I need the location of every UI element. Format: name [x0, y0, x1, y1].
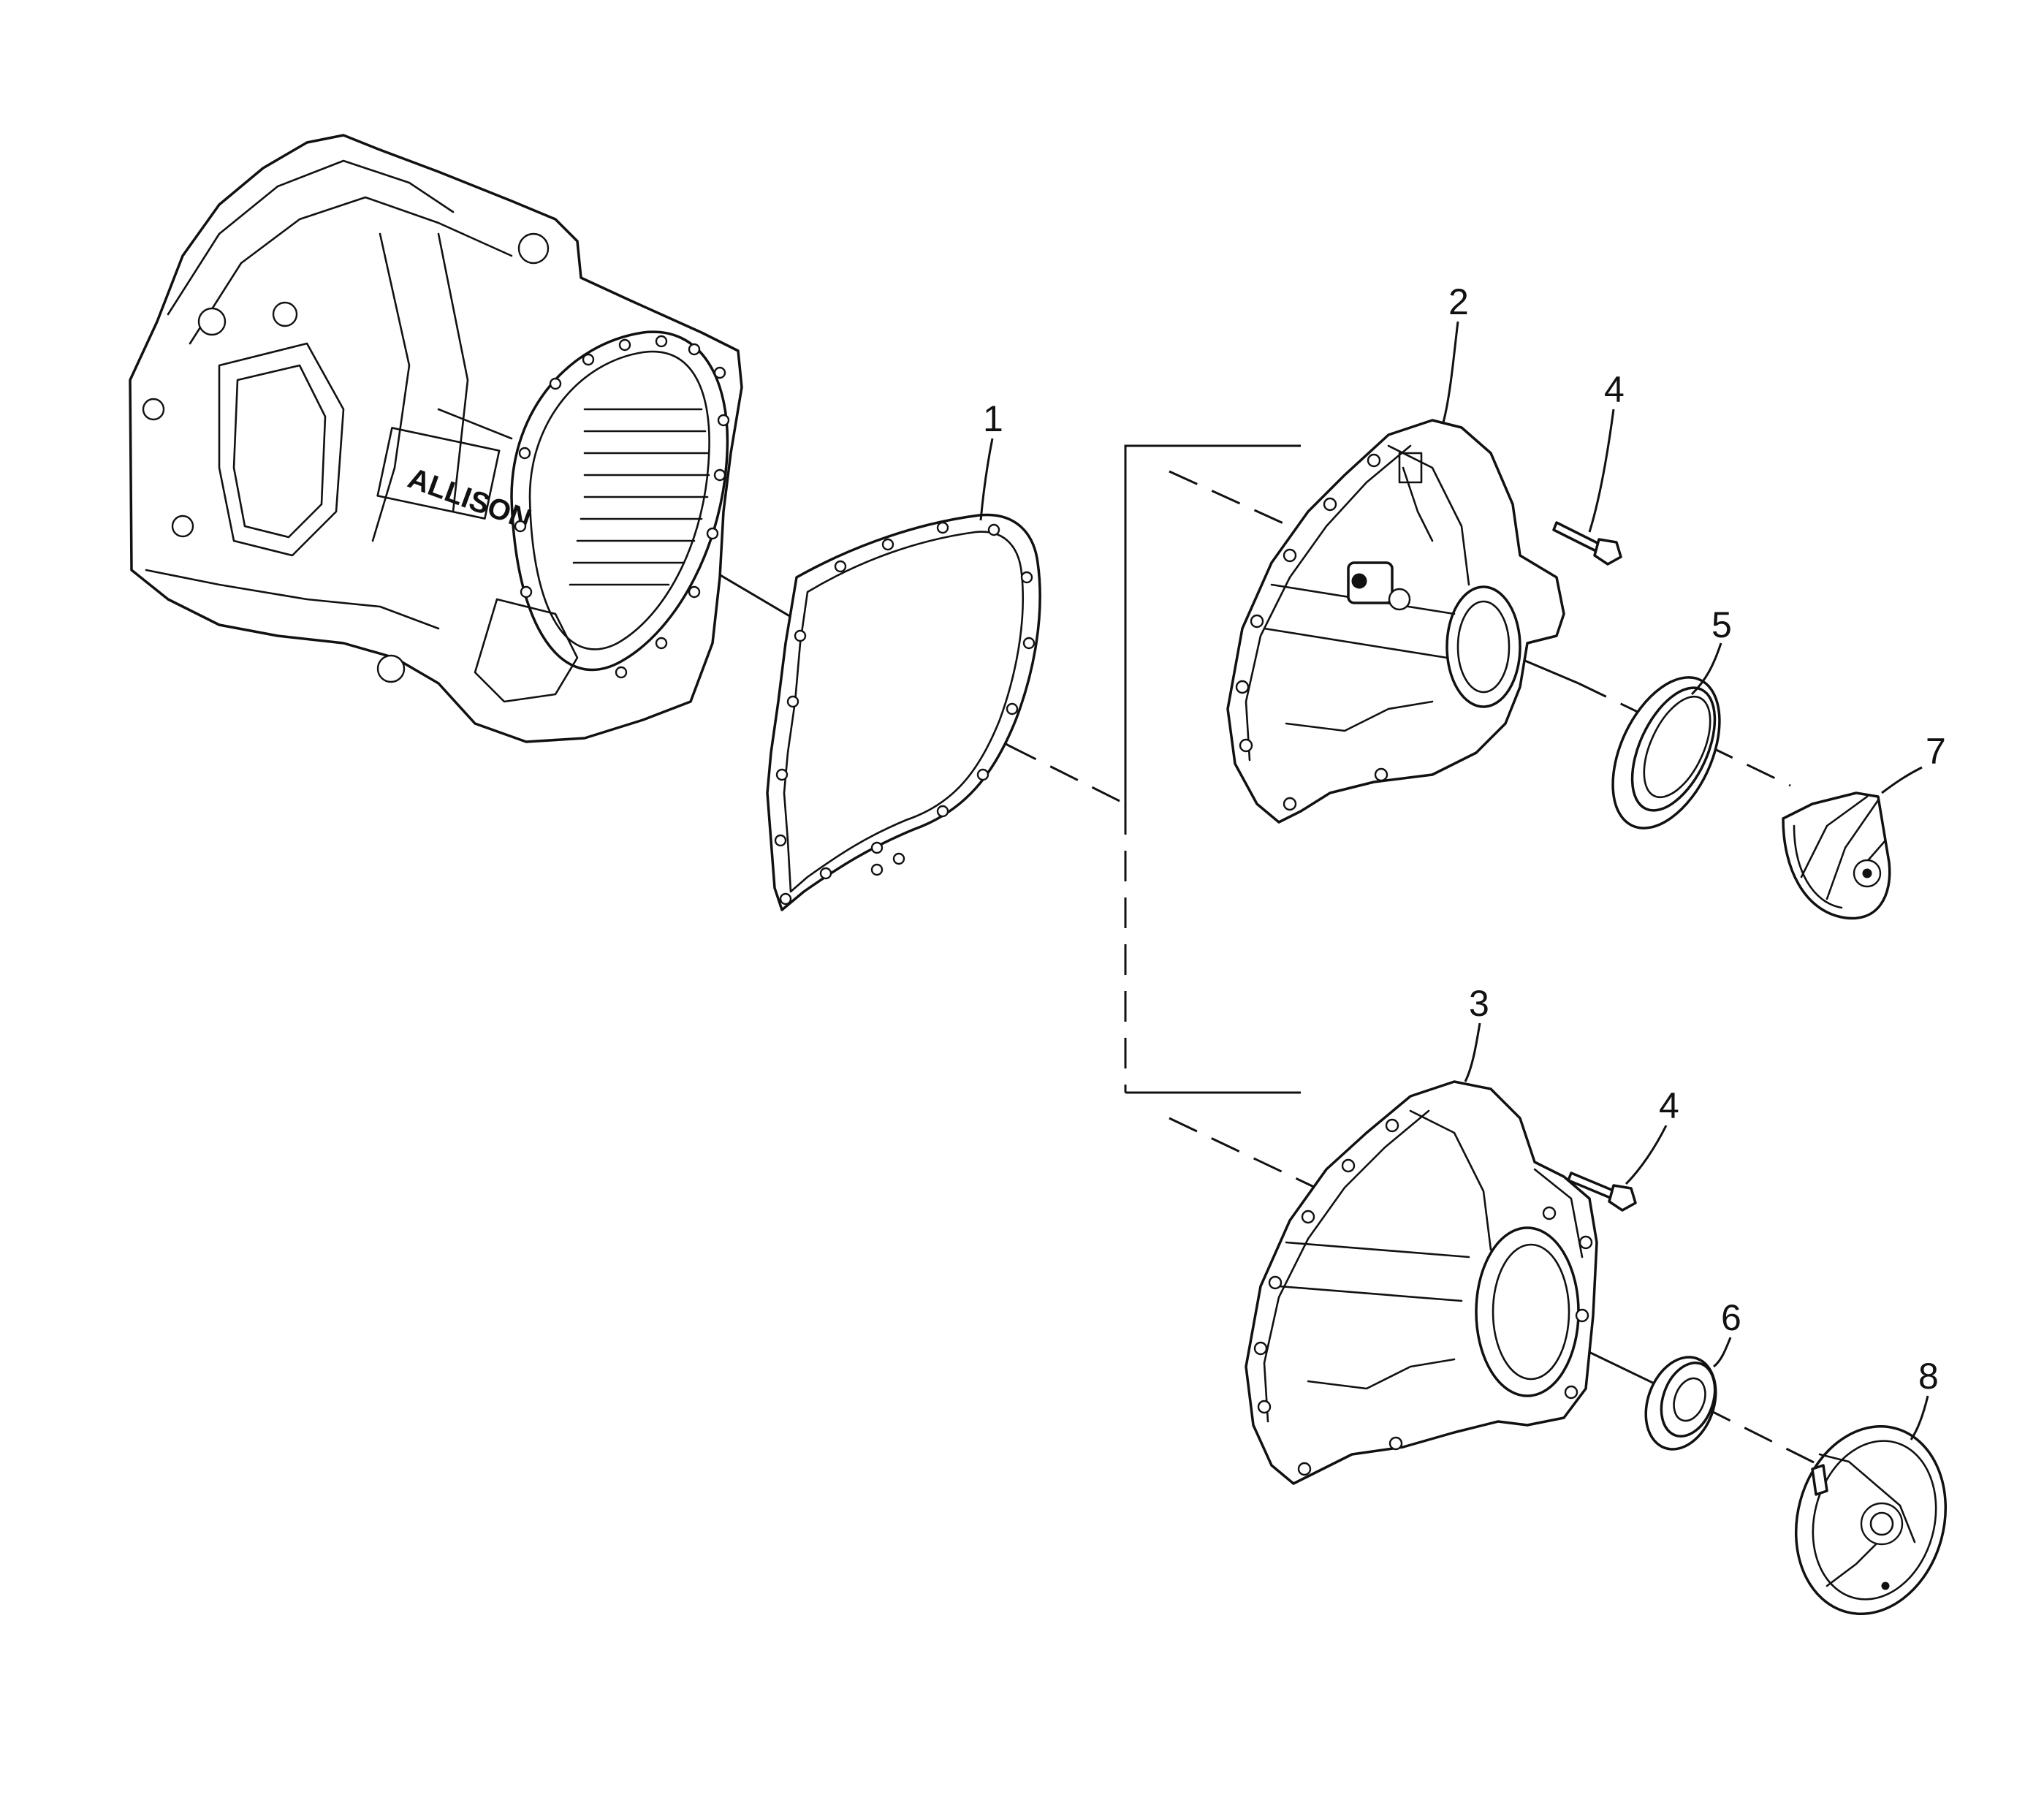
axis-bracket-top [1124, 444, 1301, 804]
callout-1: 1 [983, 398, 1003, 439]
case-boss-4 [142, 398, 165, 421]
leader-8 [1910, 1395, 1929, 1440]
flange-hub [1860, 1502, 1904, 1546]
leader-4a [1588, 409, 1615, 533]
seal-lip [1630, 686, 1717, 812]
gasket-outline [766, 513, 1041, 911]
leader-3 [1464, 1022, 1481, 1082]
housing3-bolt-holes [1253, 1118, 1593, 1476]
extension-housing-part-2 [1226, 419, 1565, 824]
flange-tab [1811, 1464, 1828, 1496]
cap-part-7 [1782, 791, 1891, 920]
case-boss-5 [171, 515, 194, 538]
leader-4b [1625, 1125, 1668, 1185]
housing2-flange-edge [1245, 444, 1412, 762]
case-top-rib [167, 159, 455, 316]
case-nameplate [376, 427, 501, 520]
axis-lower-to-housing3 [1169, 1117, 1316, 1189]
case-side-rib [371, 232, 411, 542]
housing2-rib-3 [1285, 700, 1434, 732]
housing3-rib-2 [1277, 1285, 1463, 1302]
cap-rib-2 [1800, 795, 1869, 878]
bolt-upper-shank [1552, 521, 1602, 553]
housing3-flange-edge [1263, 1109, 1430, 1423]
flange-rib-2 [1825, 1541, 1880, 1587]
callout-leaders [979, 321, 1929, 1440]
housing2-tab [1398, 452, 1423, 484]
leader-7 [1881, 766, 1923, 794]
case-front-window-inner [232, 364, 327, 539]
case-base-edge [145, 569, 440, 630]
bolt-upper-head [1593, 538, 1622, 566]
housing2-bore-inner [1456, 600, 1511, 694]
housing3-rib-3 [1307, 1358, 1456, 1390]
flange-part-8 [1794, 1425, 1948, 1615]
leader-5 [1690, 642, 1722, 696]
case-bell-inner [528, 350, 710, 650]
callout-4-upper: 4 [1604, 369, 1625, 410]
callout-3: 3 [1469, 983, 1489, 1024]
case-valve-cluster [474, 598, 579, 703]
cap-rib-1 [1825, 799, 1880, 900]
case-bell-bolt-holes [514, 335, 730, 679]
flange-hole [1881, 1582, 1890, 1590]
case-top-rib-2 [189, 196, 513, 345]
seal-inner [1643, 695, 1711, 799]
callout-labels: 1 2 4 5 7 3 4 6 8 [983, 281, 1946, 1397]
seal-part-5 [1611, 676, 1721, 829]
housing2-outline [1226, 419, 1565, 824]
callout-4-lower: 4 [1659, 1085, 1679, 1126]
case-boss-1 [197, 307, 227, 336]
case-boss-2 [272, 301, 298, 327]
housing2-rib-2 [1263, 627, 1448, 659]
case-step [437, 408, 513, 440]
callout-7: 7 [1926, 731, 1946, 772]
housing3-flange-right [1533, 1168, 1584, 1258]
callout-6: 6 [1721, 1297, 1741, 1338]
axis-case-dashed [1008, 744, 1126, 805]
nut-part-6 [1644, 1356, 1717, 1451]
housing3-bore [1475, 1226, 1580, 1397]
bolt-lower-head [1608, 1184, 1637, 1212]
gasket-bolt-holes [774, 521, 1036, 906]
flange-disc-inner [1812, 1440, 1937, 1601]
flange-hub-inner [1869, 1511, 1894, 1536]
housing2-speed-sensor [1347, 561, 1411, 611]
leader-6 [1713, 1337, 1732, 1368]
housing2-top-rib [1387, 444, 1470, 586]
nut-thread [1673, 1377, 1706, 1422]
cap-rim [1793, 824, 1843, 909]
gasket-inner [783, 531, 1024, 893]
callout-2: 2 [1448, 281, 1469, 322]
bolt-part-4-lower [1567, 1172, 1637, 1212]
case-drain-plug [376, 654, 406, 683]
flange-rib-1 [1818, 1453, 1916, 1544]
transmission-case: ALLISON [129, 134, 743, 743]
cap-center-dot [1862, 868, 1872, 878]
case-front-window [218, 342, 345, 557]
bolt-part-4-upper [1552, 521, 1622, 566]
case-side-rib-2 [437, 232, 469, 513]
housing3-rib-1 [1285, 1241, 1470, 1258]
housing2-bolt-holes [1235, 453, 1388, 811]
leader-1 [979, 438, 994, 521]
case-clutch-plates [569, 408, 710, 586]
housing3-bore-inner [1492, 1243, 1570, 1381]
callout-5: 5 [1711, 604, 1732, 645]
extension-housing-part-3 [1245, 1080, 1598, 1485]
case-boss-3 [517, 232, 550, 265]
gasket-part-1 [766, 513, 1041, 911]
cap-outline [1782, 791, 1891, 920]
housing3-top-rib [1409, 1109, 1492, 1251]
callout-8: 8 [1918, 1356, 1939, 1397]
leader-2 [1442, 321, 1459, 423]
